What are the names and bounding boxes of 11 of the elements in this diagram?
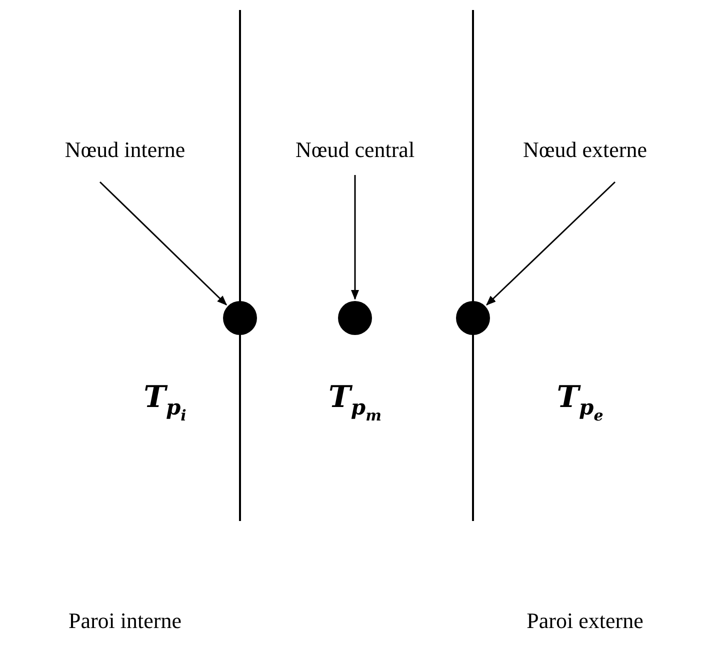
arrow bbox=[486, 181, 616, 306]
node-label: Nœud externe bbox=[523, 137, 647, 163]
wall-label: Paroi interne bbox=[68, 608, 182, 634]
node-dot bbox=[456, 301, 490, 335]
node-dot bbox=[223, 301, 257, 335]
node-label: Nœud interne bbox=[64, 137, 186, 163]
arrow bbox=[351, 175, 359, 300]
arrow bbox=[99, 181, 228, 306]
node-label: Nœud central bbox=[295, 137, 415, 163]
node-dot bbox=[338, 301, 372, 335]
wall-label: Paroi externe bbox=[526, 608, 644, 634]
